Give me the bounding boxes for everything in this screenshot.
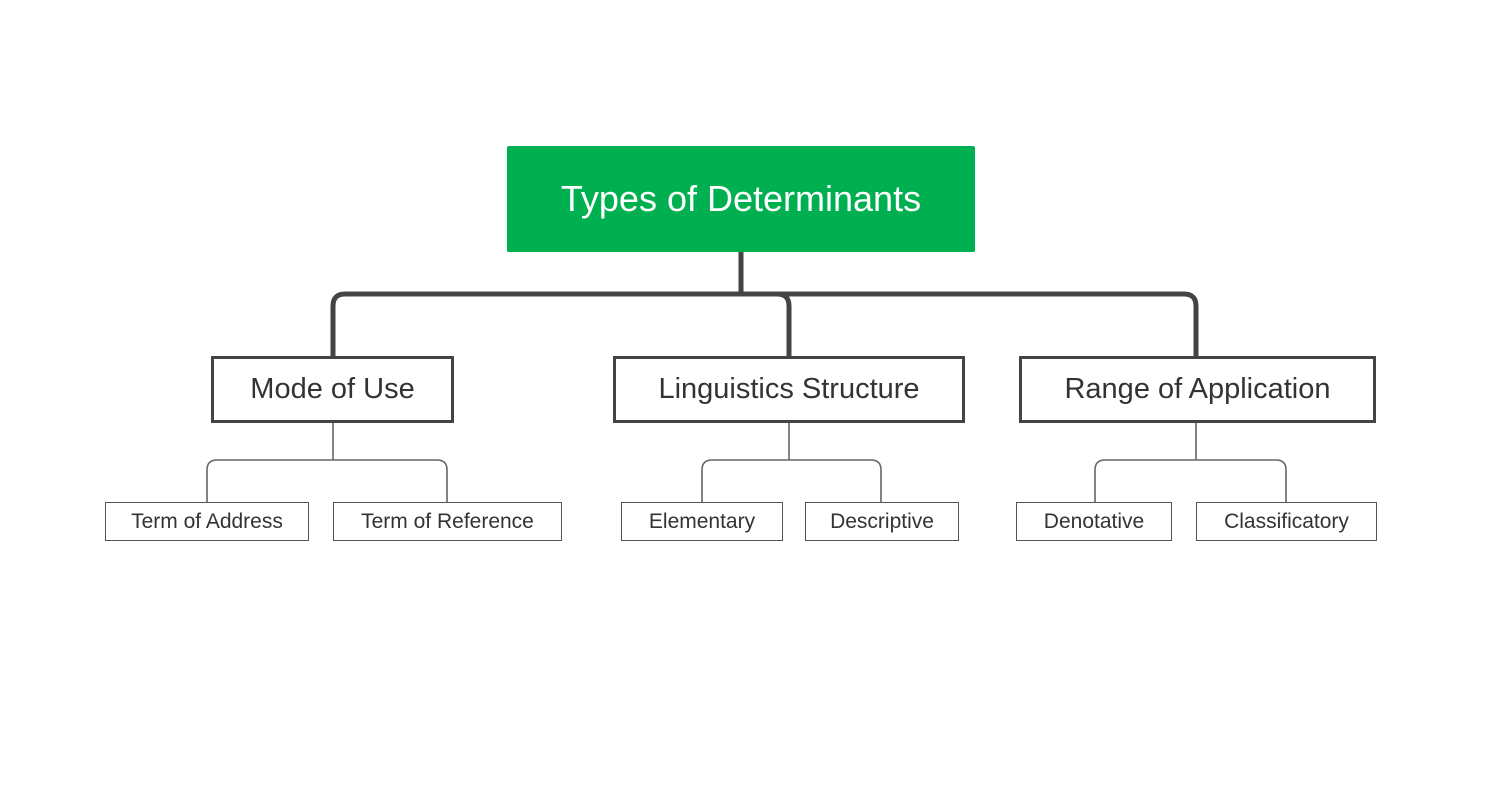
root-node-label: Types of Determinants xyxy=(560,178,922,219)
category-node-range-of-application[interactable]: Range of Application xyxy=(1019,356,1376,423)
main-connectors xyxy=(330,252,1199,356)
subtype-label: Term of Address xyxy=(131,509,283,533)
connector-mode-of-use xyxy=(330,291,741,356)
subtype-label: Denotative xyxy=(1043,509,1145,533)
bracket-range-of-application xyxy=(1094,459,1287,502)
subtype-label: Term of Reference xyxy=(361,509,534,533)
subtype-node-term-of-address[interactable]: Term of Address xyxy=(105,502,309,541)
connector-range-of-application xyxy=(741,291,1199,356)
subtype-label: Classificatory xyxy=(1224,509,1349,533)
category-label: Linguistics Structure xyxy=(658,373,920,405)
category-node-mode-of-use[interactable]: Mode of Use xyxy=(211,356,454,423)
subtype-node-denotative[interactable]: Denotative xyxy=(1016,502,1172,541)
subtype-node-descriptive[interactable]: Descriptive xyxy=(805,502,959,541)
subtype-node-elementary[interactable]: Elementary xyxy=(621,502,783,541)
subtype-node-classificatory[interactable]: Classificatory xyxy=(1196,502,1377,541)
category-label: Range of Application xyxy=(1064,373,1331,405)
bracket-mode-of-use xyxy=(206,459,448,502)
bracket-linguistics-structure xyxy=(701,459,882,502)
category-node-linguistics-structure[interactable]: Linguistics Structure xyxy=(613,356,965,423)
subtype-node-term-of-reference[interactable]: Term of Reference xyxy=(333,502,562,541)
sub-connectors xyxy=(206,423,1287,502)
subtype-label: Descriptive xyxy=(830,509,934,533)
subtype-label: Elementary xyxy=(648,509,756,533)
connector-linguistics-structure xyxy=(741,291,792,356)
root-node[interactable]: Types of Determinants xyxy=(507,146,975,252)
category-label: Mode of Use xyxy=(250,373,415,405)
